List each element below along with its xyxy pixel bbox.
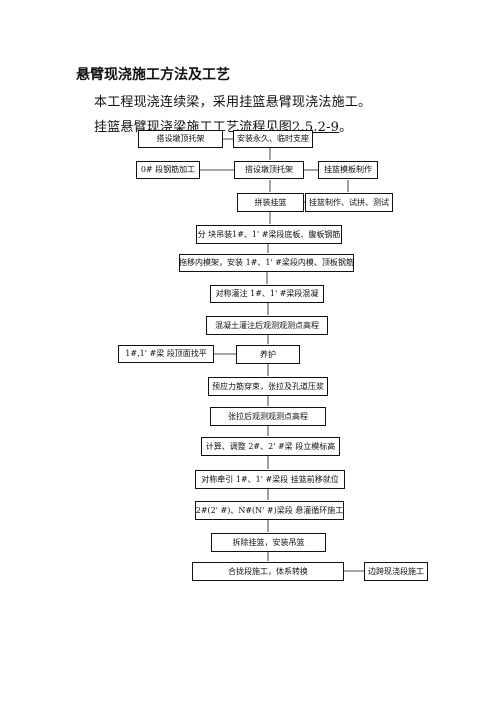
- flow-step-box: 合拢段施工，体系转换: [192, 562, 344, 581]
- flow-step-box: 混凝土灌注后观测观测点高程: [206, 316, 328, 335]
- flow-step-box: 张拉后观测观测点高程: [210, 407, 326, 426]
- flow-step-box: 1#,1' #梁 段顶面找平: [118, 345, 214, 363]
- flow-step-box: 2#(2' #)、N#(N' #)梁段 悬灌循环施工: [195, 501, 344, 520]
- section-heading: 悬臂现浇施工方法及工艺: [76, 67, 230, 83]
- flow-step-box: 对称牵引 1#、1' #梁段 挂篮前移就位: [195, 470, 345, 489]
- flow-step-box: 预应力筋穿束，张拉及孔道压浆: [208, 377, 328, 396]
- flow-step-box: 对称灌注 1#、1' #梁段混凝: [210, 285, 324, 303]
- flow-step-box: 安装永久、临时支座: [233, 130, 313, 148]
- flow-step-box: 计算、调整 2#、2' #梁 段立模标高: [201, 437, 340, 456]
- flow-step-box: 挂篮制作、试拼、测试: [305, 193, 393, 212]
- flow-step-box: 搭设墩顶托架: [138, 130, 223, 148]
- flow-step-box: 养护: [236, 345, 300, 364]
- flow-step-box: 分 块吊装1#、1' #梁段底板、腹板钢筋: [196, 225, 342, 244]
- flow-step-box: 0# 段钢筋加工: [136, 161, 200, 179]
- flow-step-box: 挂篮模板制作: [318, 161, 378, 179]
- flow-step-box: 边跨现浇段施工: [364, 562, 428, 581]
- flow-step-box: 拖移内模架，安装 1#、1' #梁段内模、顶板钢筋: [179, 254, 354, 272]
- paragraph-flow-suffix: 。: [339, 120, 353, 135]
- flow-step-box: 搭设墩顶托架: [234, 161, 304, 179]
- flow-step-box: 拆除挂篮，安装吊篮: [211, 533, 326, 552]
- paragraph-method: 本工程现浇连续梁，采用挂篮悬臂现浇法施工。: [94, 95, 372, 110]
- flow-step-box: 拼装挂篮: [237, 193, 304, 212]
